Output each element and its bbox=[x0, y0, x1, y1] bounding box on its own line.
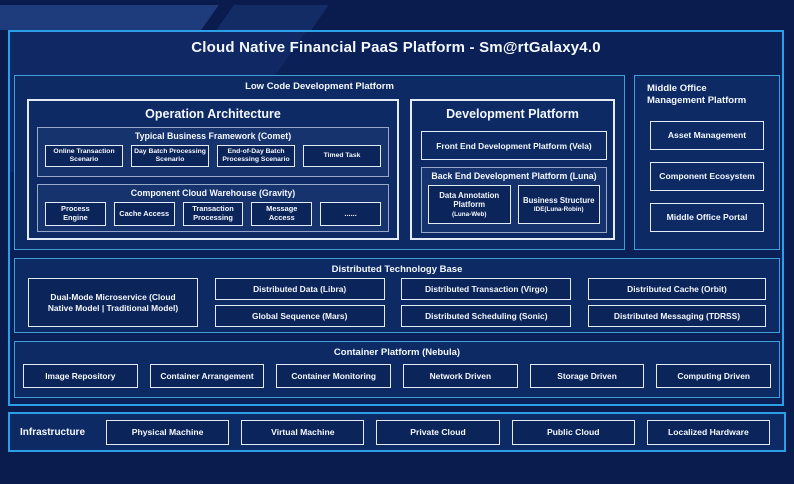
panel-title: Back End Development Platform (Luna) bbox=[431, 171, 597, 181]
section-container-platform-nebula: Container Platform (Nebula) Image Reposi… bbox=[14, 341, 780, 398]
box-cache-access: Cache Access bbox=[113, 202, 175, 226]
box-label: Business Structure bbox=[523, 195, 595, 205]
box-end-of-day-batch-processing-scenario: End-of-Day Batch Processing Scenario bbox=[217, 145, 295, 167]
box-message-access: Message Access bbox=[251, 202, 313, 226]
box-transaction-processing: Transaction Processing bbox=[182, 202, 244, 226]
section-label: Low Code Development Platform bbox=[245, 81, 394, 92]
section-infrastructure: Infrastructure Physical Machine Virtual … bbox=[8, 412, 786, 452]
box-dual-mode-microservice: Dual-Mode Microservice (Cloud Native Mod… bbox=[28, 278, 198, 327]
box-day-batch-processing-scenario: Day Batch Processing Scenario bbox=[131, 145, 209, 167]
box-distributed-transaction-virgo: Distributed Transaction (Virgo) bbox=[401, 278, 572, 300]
box-private-cloud: Private Cloud bbox=[376, 419, 500, 445]
box-storage-driven: Storage Driven bbox=[529, 364, 645, 388]
box-container-monitoring: Container Monitoring bbox=[276, 364, 392, 388]
box-distributed-data-libra: Distributed Data (Libra) bbox=[214, 278, 385, 300]
box-timed-task: Timed Task bbox=[303, 145, 381, 167]
box-container-arrangement: Container Arrangement bbox=[149, 364, 265, 388]
box-virtual-machine: Virtual Machine bbox=[241, 419, 365, 445]
box-distributed-cache-orbit: Distributed Cache (Orbit) bbox=[587, 278, 766, 300]
section-label: Container Platform (Nebula) bbox=[333, 347, 461, 358]
box-asset-management: Asset Management bbox=[650, 120, 764, 150]
decorative-streak bbox=[0, 5, 219, 30]
box-ellipsis: ...... bbox=[320, 202, 381, 226]
box-sublabel: IDE(Luna-Robin) bbox=[533, 205, 584, 213]
box-sublabel: (Luna-Web) bbox=[451, 210, 487, 218]
box-computing-driven: Computing Driven bbox=[656, 364, 772, 388]
box-network-driven: Network Driven bbox=[403, 364, 518, 388]
box-front-end-development-platform-vela: Front End Development Platform (Vela) bbox=[421, 131, 607, 160]
box-image-repository: Image Repository bbox=[23, 364, 138, 388]
box-distributed-scheduling-sonic: Distributed Scheduling (Sonic) bbox=[401, 305, 572, 327]
panel-title: Development Platform bbox=[446, 107, 579, 121]
box-physical-machine: Physical Machine bbox=[106, 419, 230, 445]
box-online-transaction-scenario: Online Transaction Scenario bbox=[45, 145, 123, 167]
section-label: Middle Office Management Platform bbox=[647, 83, 747, 107]
distributed-column: Distributed Transaction (Virgo) Distribu… bbox=[401, 278, 572, 327]
main-frame: Cloud Native Financial PaaS Platform - S… bbox=[8, 30, 784, 406]
box-middle-office-portal: Middle Office Portal bbox=[650, 202, 764, 232]
section-label: Infrastructure bbox=[20, 426, 86, 438]
container-platform-row: Image Repository Container Arrangement C… bbox=[15, 358, 779, 388]
panel-back-end-development-platform-luna: Back End Development Platform (Luna) Dat… bbox=[421, 167, 607, 233]
box-component-ecosystem: Component Ecosystem bbox=[650, 161, 764, 191]
distributed-base-grid: Dual-Mode Microservice (Cloud Native Mod… bbox=[15, 275, 779, 327]
section-middle-office-management-platform: Middle Office Management Platform Asset … bbox=[634, 75, 780, 250]
box-public-cloud: Public Cloud bbox=[511, 419, 635, 445]
box-label: Data Annotation Platform bbox=[439, 190, 500, 210]
panel-title: Operation Architecture bbox=[145, 107, 281, 121]
panel-development-platform: Development Platform Front End Developme… bbox=[410, 99, 615, 240]
box-localized-hardware: Localized Hardware bbox=[646, 419, 771, 445]
gravity-items-row: Process Engine Cache Access Transaction … bbox=[38, 201, 388, 226]
box-data-annotation-platform: Data Annotation Platform (Luna-Web) bbox=[428, 185, 511, 224]
page-title: Cloud Native Financial PaaS Platform - S… bbox=[191, 39, 601, 56]
comet-items-row: Online Transaction Scenario Day Batch Pr… bbox=[38, 144, 388, 167]
section-low-code-development-platform: Low Code Development Platform Operation … bbox=[14, 75, 625, 250]
box-business-structure-ide: Business Structure IDE(Luna-Robin) bbox=[517, 185, 600, 224]
panel-typical-business-framework-comet: Typical Business Framework (Comet) Onlin… bbox=[37, 127, 389, 177]
distributed-column: Distributed Cache (Orbit) Distributed Me… bbox=[587, 278, 766, 327]
box-global-sequence-mars: Global Sequence (Mars) bbox=[214, 305, 385, 327]
panel-title: Typical Business Framework (Comet) bbox=[134, 131, 292, 141]
panel-component-cloud-warehouse-gravity: Component Cloud Warehouse (Gravity) Proc… bbox=[37, 184, 389, 232]
panel-operation-architecture: Operation Architecture Typical Business … bbox=[27, 99, 399, 240]
back-end-items-row: Data Annotation Platform (Luna-Web) Busi… bbox=[422, 184, 606, 224]
section-distributed-technology-base: Distributed Technology Base Dual-Mode Mi… bbox=[14, 258, 780, 333]
decorative-streak bbox=[216, 5, 329, 30]
panel-title: Component Cloud Warehouse (Gravity) bbox=[130, 188, 296, 198]
box-distributed-messaging-tdrss: Distributed Messaging (TDRSS) bbox=[587, 305, 766, 327]
box-process-engine: Process Engine bbox=[45, 202, 106, 226]
distributed-column: Distributed Data (Libra) Global Sequence… bbox=[214, 278, 385, 327]
section-label: Distributed Technology Base bbox=[331, 264, 463, 275]
